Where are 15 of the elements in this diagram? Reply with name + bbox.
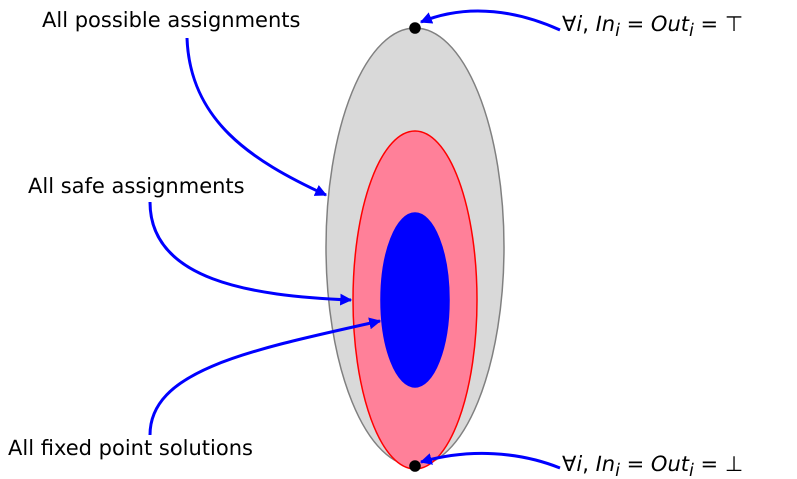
formula-text: ∀i, In$_{i}$ = Out$_{i}$ = ⊤	[562, 12, 744, 42]
leader-arrow	[420, 452, 561, 470]
leader-arrow	[148, 202, 352, 306]
point-dot	[409, 460, 421, 472]
annotation-text: All safe assignments	[28, 174, 245, 200]
point-dot	[409, 22, 421, 34]
outer-ellipse	[325, 27, 505, 467]
leader-arrow	[148, 318, 382, 436]
middle-ellipse	[352, 130, 478, 470]
leader-arrow	[186, 38, 328, 196]
annotation-text: All possible assignments	[42, 8, 300, 34]
inner-ellipse	[380, 212, 450, 388]
leader-arrow	[420, 10, 561, 32]
annotation-text: All fixed point solutions	[8, 436, 253, 462]
formula-text: ∀i, In$_{i}$ = Out$_{i}$ = ⊥	[562, 452, 744, 479]
